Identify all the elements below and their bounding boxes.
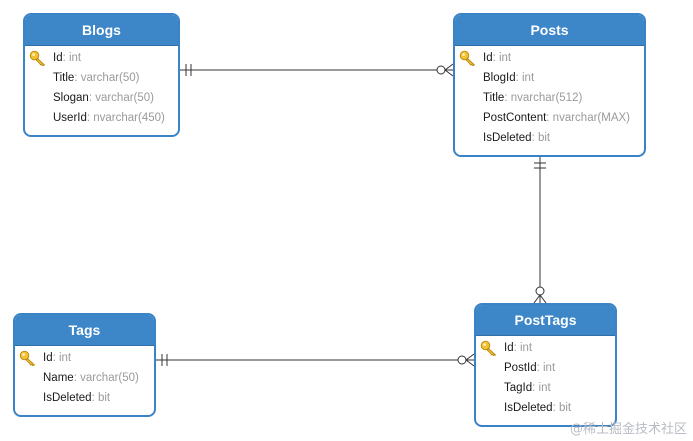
field-text: BlogId: int (483, 68, 534, 88)
field-row[interactable]: PostContent: nvarchar(MAX) (455, 108, 644, 128)
field-text: IsDeleted: bit (504, 398, 571, 418)
key-icon (19, 350, 37, 367)
field-row[interactable]: Name: varchar(50) (15, 368, 154, 388)
field-type: : bit (552, 402, 572, 414)
field-type: : bit (531, 132, 551, 144)
field-text: IsDeleted: bit (43, 388, 110, 408)
field-name: Title (53, 72, 75, 84)
field-row[interactable]: IsDeleted: bit (455, 128, 644, 148)
field-name: IsDeleted (483, 132, 532, 144)
field-row[interactable]: PostId: int (476, 358, 615, 378)
field-row[interactable]: Slogan: varchar(50) (25, 88, 178, 108)
key-icon (459, 50, 477, 67)
entity-title: PostTags (476, 305, 615, 336)
field-text: Title: nvarchar(512) (483, 88, 582, 108)
field-text: PostContent: nvarchar(MAX) (483, 108, 630, 128)
entity-title: Blogs (25, 15, 178, 46)
field-row[interactable]: IsDeleted: bit (15, 388, 154, 408)
field-type: : int (52, 352, 72, 364)
field-text: Id: int (43, 348, 71, 368)
field-type: : nvarchar(450) (86, 112, 165, 124)
field-text: Slogan: varchar(50) (53, 88, 154, 108)
field-type: : varchar(50) (73, 372, 139, 384)
field-row[interactable]: BlogId: int (455, 68, 644, 88)
field-name: PostContent (483, 112, 547, 124)
field-name: PostId (504, 362, 537, 374)
field-text: TagId: int (504, 378, 551, 398)
field-type: : int (532, 382, 551, 394)
field-type: : nvarchar(512) (504, 92, 583, 104)
primary-key-field[interactable]: Id: int (476, 338, 615, 358)
field-type: : int (513, 342, 533, 354)
field-name: Slogan (53, 92, 89, 104)
primary-key-field[interactable]: Id: int (455, 48, 644, 68)
field-name: Title (483, 92, 505, 104)
field-row[interactable]: UserId: nvarchar(450) (25, 108, 178, 128)
entity-title: Posts (455, 15, 644, 46)
relationship-blogs-posts (180, 63, 454, 77)
key-icon (480, 340, 498, 357)
key-icon (29, 50, 47, 67)
field-type: : int (492, 52, 512, 64)
field-row[interactable]: IsDeleted: bit (476, 398, 615, 418)
field-text: Name: varchar(50) (43, 368, 139, 388)
field-type: : int (515, 72, 535, 84)
field-text: Id: int (483, 48, 511, 68)
field-text: IsDeleted: bit (483, 128, 550, 148)
field-type: : int (62, 52, 82, 64)
field-type: : varchar(50) (74, 72, 140, 84)
field-name: TagId (504, 382, 533, 394)
relationship-posts-posttags (533, 157, 547, 304)
primary-key-field[interactable]: Id: int (25, 48, 178, 68)
field-type: : varchar(50) (88, 92, 154, 104)
field-name: Name (43, 372, 74, 384)
field-row[interactable]: Title: varchar(50) (25, 68, 178, 88)
field-text: Id: int (504, 338, 532, 358)
field-type: : nvarchar(MAX) (546, 112, 631, 124)
field-text: UserId: nvarchar(450) (53, 108, 165, 128)
field-name: UserId (53, 112, 87, 124)
field-text: Id: int (53, 48, 81, 68)
field-type: : bit (91, 392, 111, 404)
field-text: PostId: int (504, 358, 555, 378)
field-name: Id (483, 52, 493, 64)
primary-key-field[interactable]: Id: int (15, 348, 154, 368)
field-name: BlogId (483, 72, 516, 84)
field-name: Id (53, 52, 63, 64)
field-row[interactable]: Title: nvarchar(512) (455, 88, 644, 108)
field-name: IsDeleted (43, 392, 92, 404)
entity-title: Tags (15, 315, 154, 346)
watermark: @稀土掘金技术社区 (569, 422, 687, 437)
relationship-tags-posttags (156, 353, 475, 367)
field-text: Title: varchar(50) (53, 68, 140, 88)
field-name: IsDeleted (504, 402, 553, 414)
field-name: Id (43, 352, 53, 364)
field-name: Id (504, 342, 514, 354)
field-row[interactable]: TagId: int (476, 378, 615, 398)
field-type: : int (536, 362, 556, 374)
